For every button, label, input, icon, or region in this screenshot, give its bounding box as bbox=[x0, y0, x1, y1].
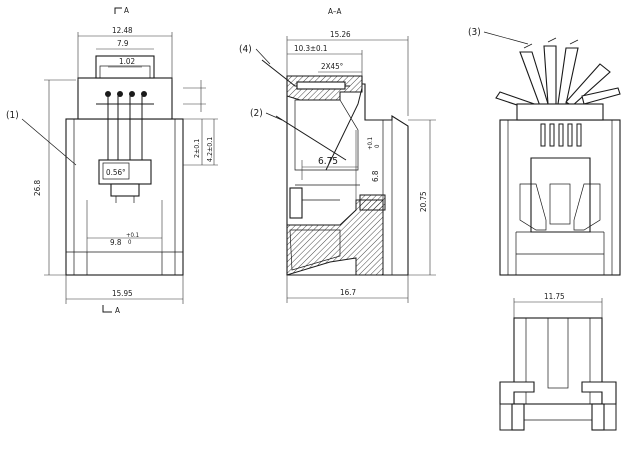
section-view: A–A 15.26 10.3±0.1 2X45° 6.7 bbox=[239, 7, 436, 303]
dim-front-slot-tol-up: +0.1 bbox=[126, 232, 139, 239]
section-mark-top: A bbox=[124, 6, 129, 15]
dim-sec-width-bottom: 16.7 bbox=[340, 288, 356, 297]
callout-2: (2) bbox=[250, 108, 263, 119]
dim-sec-width-inner: 10.3±0.1 bbox=[294, 44, 328, 53]
dim-front-slot: 9.8 bbox=[110, 238, 122, 247]
dim-front-top-outer: 12.48 bbox=[112, 26, 133, 35]
section-title: A–A bbox=[328, 7, 342, 16]
section-mark-bottom: A bbox=[115, 306, 120, 315]
dim-front-width: 15.95 bbox=[112, 289, 133, 298]
contact-pins bbox=[96, 91, 154, 160]
dim-sec-68-tol-up: +0.1 bbox=[367, 137, 374, 150]
side-view: (3) bbox=[468, 27, 621, 276]
dim-front-top-inner: 7.9 bbox=[117, 39, 129, 48]
callout-1: (1) bbox=[6, 110, 19, 121]
dim-front-slot-tol-dn: 0 bbox=[128, 239, 132, 246]
dim-sec-chamfer: 2X45° bbox=[321, 62, 343, 71]
dim-front-side2: 4.2±0.1 bbox=[206, 137, 214, 162]
dim-sec-width-top: 15.26 bbox=[330, 30, 351, 39]
front-view: A 0.56° 12.4 bbox=[6, 6, 218, 315]
dim-sec-68: 6.8 bbox=[371, 170, 380, 182]
bottom-view: 11.75 bbox=[499, 292, 617, 431]
callout-4: (4) bbox=[239, 44, 252, 55]
dim-front-angle: 0.56° bbox=[106, 168, 126, 177]
dim-front-pitch: 1.02 bbox=[119, 57, 135, 66]
dim-front-side1: 2±0.1 bbox=[193, 139, 201, 158]
dim-sec-68-tol-dn: 0 bbox=[374, 144, 381, 148]
dim-front-height: 26.8 bbox=[33, 180, 42, 196]
wire-fan bbox=[495, 37, 621, 113]
dim-bottom-width: 11.75 bbox=[544, 292, 565, 301]
callout-3: (3) bbox=[468, 27, 481, 38]
side-contacts bbox=[540, 123, 582, 147]
dim-sec-675: 6.75 bbox=[318, 156, 338, 167]
dim-sec-height: 20.75 bbox=[419, 191, 428, 212]
